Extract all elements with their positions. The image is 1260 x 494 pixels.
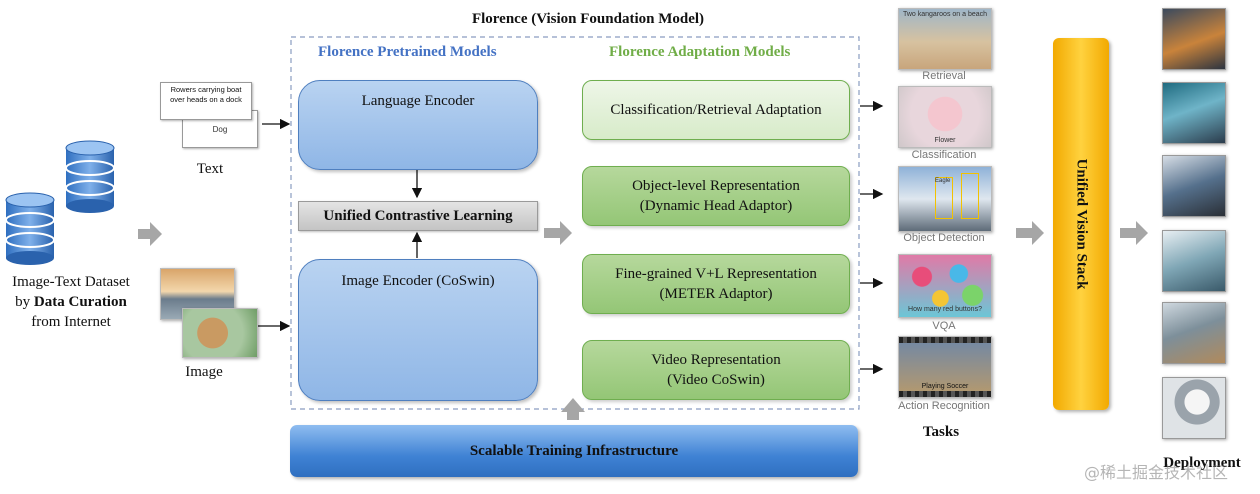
unified-vision-stack: Unified Vision Stack xyxy=(1053,38,1109,410)
adaptation-box-object: Object-level Representation(Dynamic Head… xyxy=(582,166,850,226)
unified-vision-stack-label: Unified Vision Stack xyxy=(1073,158,1090,290)
classification-thumbnail: Flower xyxy=(898,86,992,148)
adaptation-title: Florence Adaptation Models xyxy=(609,44,791,60)
contrastive-box: Unified Contrastive Learning xyxy=(298,201,538,231)
deployment-image-1 xyxy=(1162,8,1226,70)
contrastive-label: Unified Contrastive Learning xyxy=(323,208,513,224)
task-label-vqa: VQA xyxy=(932,320,956,332)
detection-box-1 xyxy=(935,177,953,219)
adaptation-box-vl: Fine-grained V+L Representation(METER Ad… xyxy=(582,254,850,314)
grey-block-arrows xyxy=(138,221,1148,420)
task-label-retrieval: Retrieval xyxy=(922,70,966,82)
image-label: Image xyxy=(185,364,223,380)
database-icon-right xyxy=(65,140,115,213)
watermark: @稀土掘金技术社区 xyxy=(1084,463,1229,482)
retrieval-thumbnail: Two kangaroos on a beach xyxy=(898,8,992,70)
detection-box-2 xyxy=(961,173,979,219)
deployment-image-2 xyxy=(1162,82,1226,144)
language-encoder-box: Language Encoder xyxy=(298,80,538,170)
action-thumbnail: Playing Soccer xyxy=(898,336,992,398)
dataset-label: Image-Text Dataset by Data Curation from… xyxy=(12,274,130,330)
pretrained-title: Florence Pretrained Models xyxy=(318,44,497,60)
vqa-thumbnail: How many red buttons? xyxy=(898,254,992,318)
image-encoder-box: Image Encoder (CoSwin) xyxy=(298,259,538,401)
task-label-classification: Classification xyxy=(911,149,977,161)
deployment-image-4 xyxy=(1162,230,1226,292)
image-encoder-label: Image Encoder (CoSwin) xyxy=(341,273,495,289)
database-icon-left xyxy=(5,192,55,265)
task-label-action: Action Recognition xyxy=(898,400,990,412)
text-label: Text xyxy=(196,161,224,177)
deployment-image-6 xyxy=(1162,377,1226,439)
tasks-title: Tasks xyxy=(922,424,960,440)
deployment-image-5 xyxy=(1162,302,1226,364)
text-card-front: Rowers carrying boat over heads on a doc… xyxy=(160,82,252,120)
task-label-detection: Object Detection xyxy=(903,232,985,244)
language-encoder-label: Language Encoder xyxy=(361,93,475,109)
detection-thumbnail: Eagle xyxy=(898,166,992,232)
deployment-image-3 xyxy=(1162,155,1226,217)
infrastructure-label: Scalable Training Infrastructure xyxy=(469,443,679,459)
adaptation-box-classification: Classification/Retrieval Adaptation xyxy=(582,80,850,140)
diagram-title: Florence (Vision Foundation Model) xyxy=(471,11,705,27)
adaptation-box-video: Video Representation(Video CoSwin) xyxy=(582,340,850,400)
infrastructure-bar: Scalable Training Infrastructure xyxy=(290,425,858,477)
deployment-label: Deployment xyxy=(1163,455,1241,471)
dog-photo xyxy=(182,308,258,358)
